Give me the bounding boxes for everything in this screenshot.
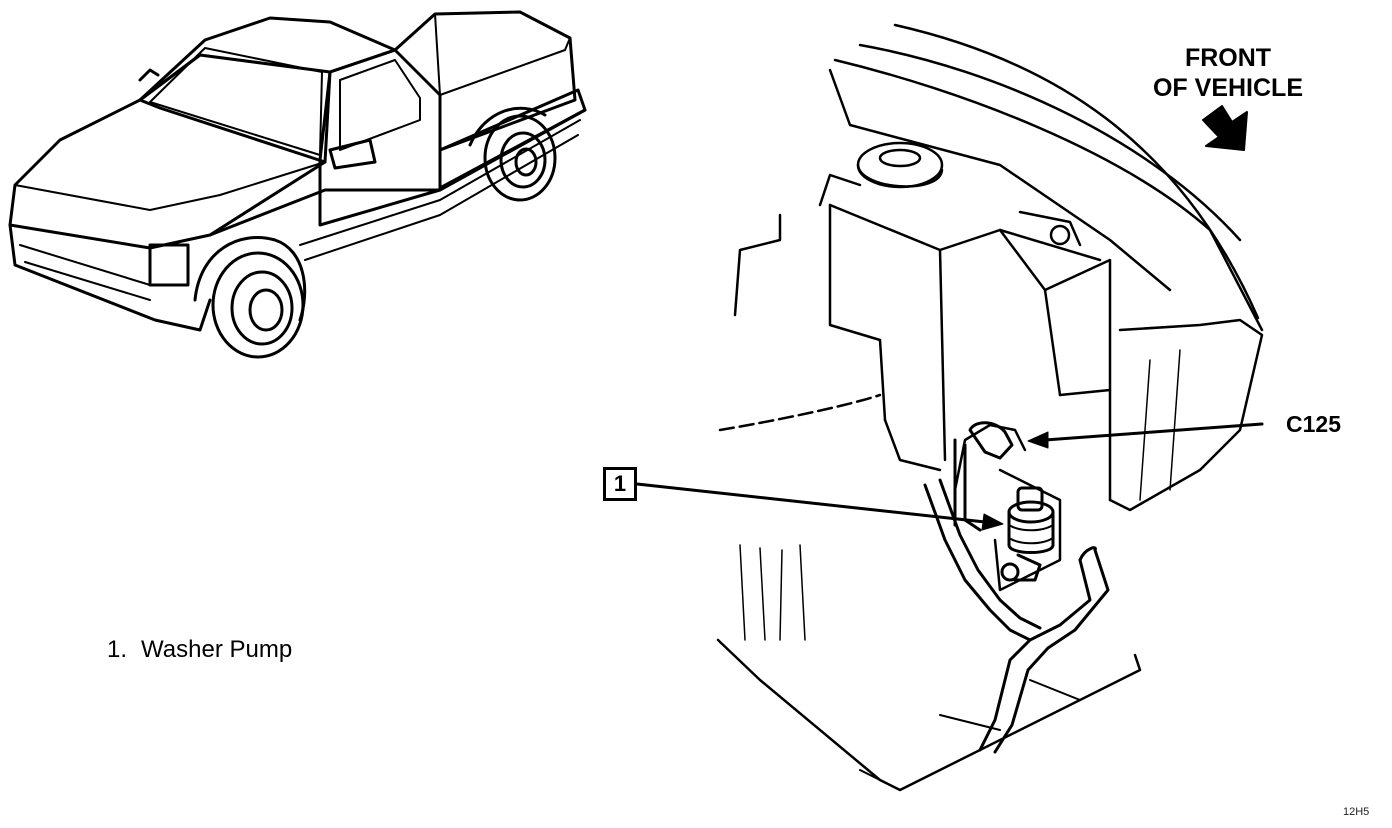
direction-arrow-icon [1203, 106, 1247, 150]
engine-bay-detail [718, 25, 1262, 790]
callout-number-box: 1 [603, 467, 637, 501]
front-label-line1: FRONT [1184, 44, 1272, 72]
legend-item-text: Washer Pump [141, 636, 293, 663]
pickup-truck-icon [10, 12, 585, 357]
legend-item-number: 1. [107, 636, 128, 663]
front-of-vehicle-label: FRONT OF VEHICLE [1140, 43, 1316, 103]
figure-code: 12H5 [1343, 806, 1370, 818]
front-label-line2: OF VEHICLE [1152, 74, 1303, 102]
washer-pump [970, 423, 1053, 580]
leader-lines [637, 424, 1262, 530]
washer-hose [925, 440, 1108, 752]
connector-c125-label: C125 [1286, 411, 1341, 437]
legend-item: 1. Washer Pump [107, 636, 292, 664]
